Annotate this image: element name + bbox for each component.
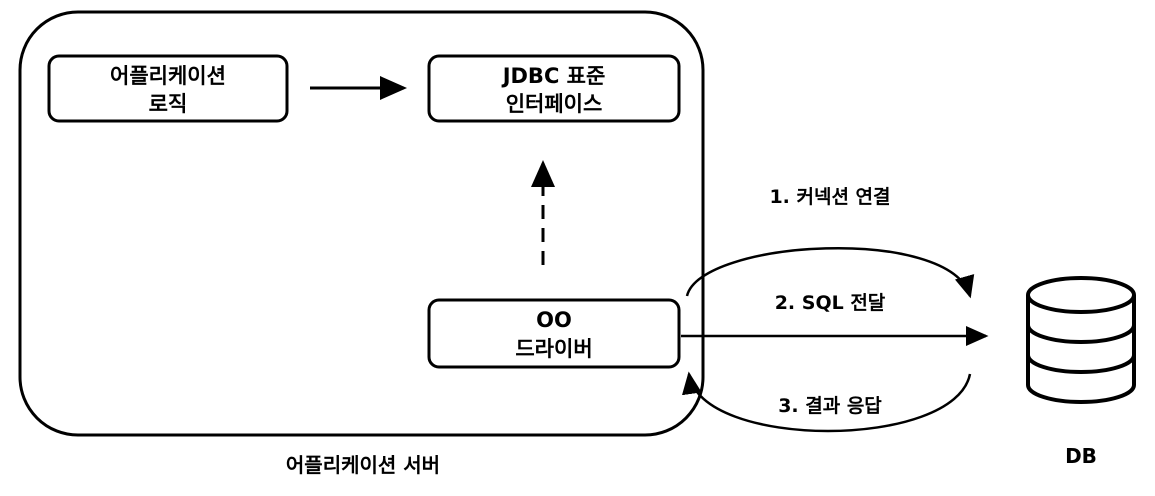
application-server-label: 어플리케이션 서버 (286, 453, 440, 477)
result-step-label: 3. 결과 응답 (778, 395, 882, 417)
connect-step-label: 1. 커넥션 연결 (769, 186, 890, 208)
driver-label-line2: 드라이버 (515, 337, 592, 361)
app-logic-box: 어플리케이션 로직 (47, 54, 289, 123)
driver-label-line1: OO (536, 308, 572, 332)
result-arrow (682, 371, 972, 433)
app-logic-label-line2: 로직 (149, 92, 188, 116)
jdbc-label-line1: JDBC 표준 (501, 64, 606, 88)
application-server-container (18, 10, 705, 437)
connect-arrow (685, 247, 975, 299)
app-logic-label-line1: 어플리케이션 (110, 64, 226, 88)
db-label: DB (1065, 444, 1097, 468)
jdbc-label-line2: 인터페이스 (506, 92, 603, 116)
sql-step-label: 2. SQL 전달 (775, 292, 886, 314)
database-icon (1026, 276, 1136, 404)
driver-box: OO 드라이버 (427, 298, 681, 369)
jdbc-interface-box: JDBC 표준 인터페이스 (427, 54, 681, 123)
